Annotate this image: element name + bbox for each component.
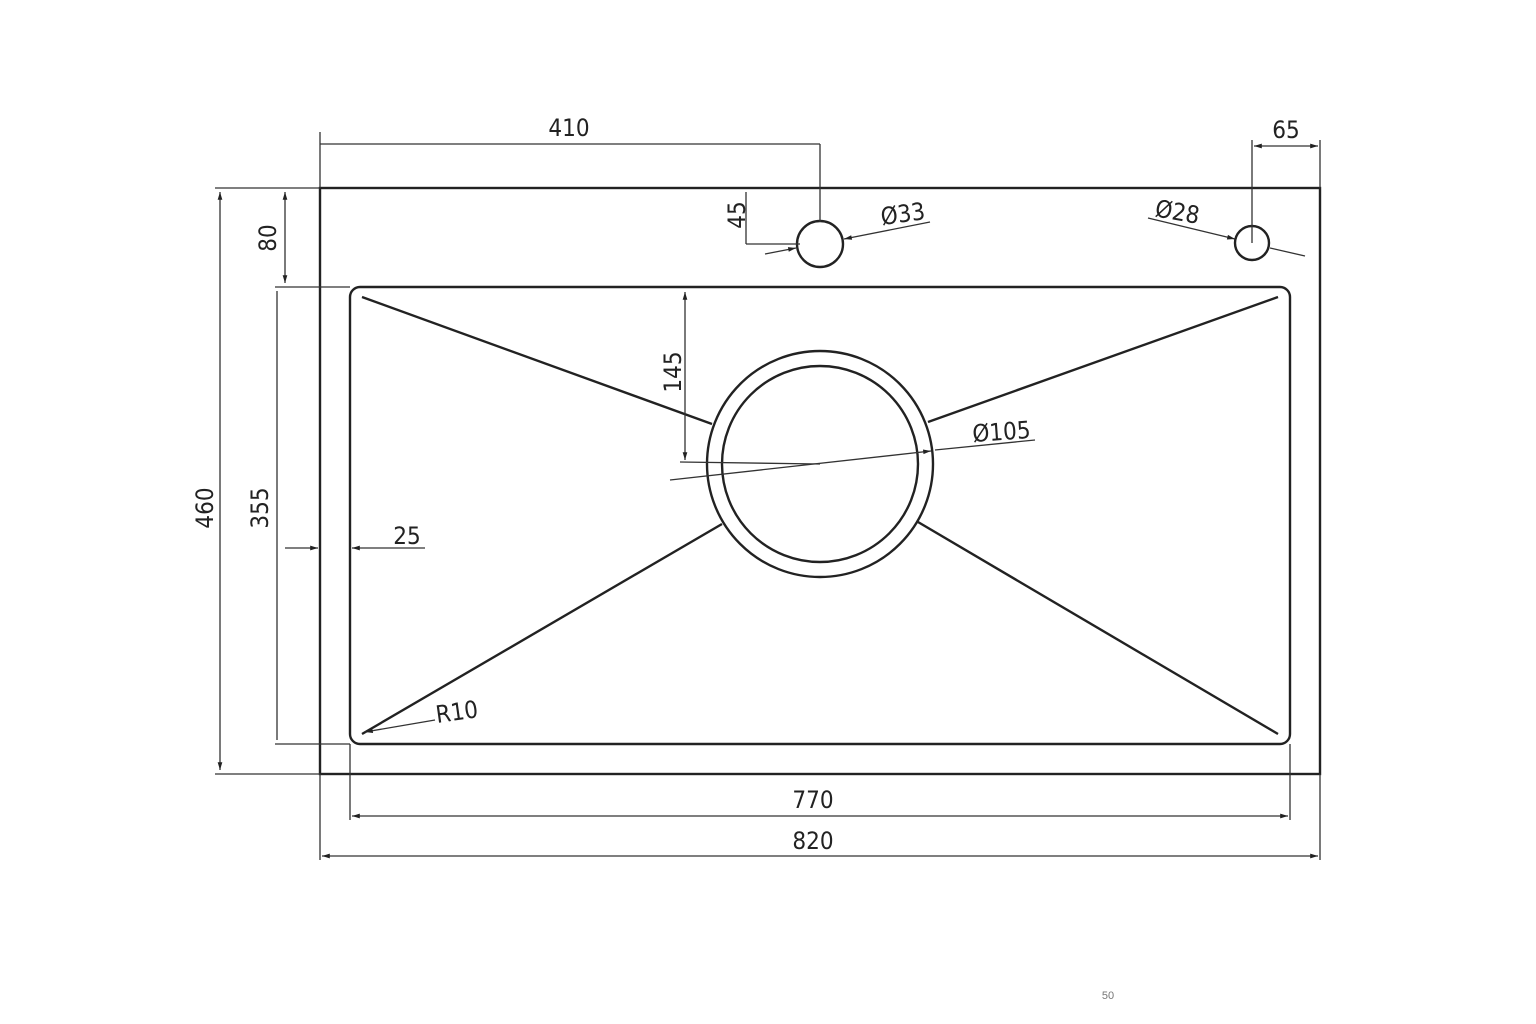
dim-45: 45 <box>723 192 800 245</box>
svg-text:145: 145 <box>659 351 687 392</box>
page-number: 50 <box>1102 990 1114 1002</box>
dim-65: 65 <box>1251 116 1321 243</box>
dim-460: 460 <box>191 187 320 775</box>
svg-text:460: 460 <box>191 487 219 528</box>
bowl-outline <box>348 285 1292 746</box>
svg-text:Ø28: Ø28 <box>1153 194 1202 229</box>
dim-side-hole-diameter: Ø28 <box>1147 194 1306 257</box>
dim-770: 770 <box>349 744 1291 820</box>
dim-corner-radius: R10 <box>364 695 480 733</box>
dim-drain-diameter: Ø105 <box>669 416 1036 481</box>
dim-820: 820 <box>319 774 1321 860</box>
dim-tap-hole-diameter: Ø33 <box>764 197 931 255</box>
dim-80: 80 <box>254 192 288 283</box>
svg-text:820: 820 <box>792 827 833 855</box>
sink-outline <box>318 186 1322 776</box>
svg-text:Ø33: Ø33 <box>879 197 927 231</box>
svg-text:770: 770 <box>792 786 833 814</box>
dim-25: 25 <box>285 522 425 551</box>
svg-text:65: 65 <box>1272 116 1299 144</box>
svg-text:45: 45 <box>723 201 751 228</box>
dim-145: 145 <box>659 292 821 465</box>
drain-inner <box>720 364 920 564</box>
svg-text:355: 355 <box>246 487 274 528</box>
dim-355: 355 <box>246 286 350 745</box>
tap-hole <box>795 219 845 269</box>
bowl-slope-lines <box>361 295 1279 736</box>
svg-text:Ø105: Ø105 <box>971 416 1031 448</box>
svg-text:80: 80 <box>254 224 282 251</box>
svg-text:25: 25 <box>393 522 420 550</box>
svg-text:410: 410 <box>548 114 589 142</box>
svg-text:R10: R10 <box>434 695 480 729</box>
drain-outer <box>705 349 935 579</box>
dim-410: 410 <box>319 114 821 222</box>
